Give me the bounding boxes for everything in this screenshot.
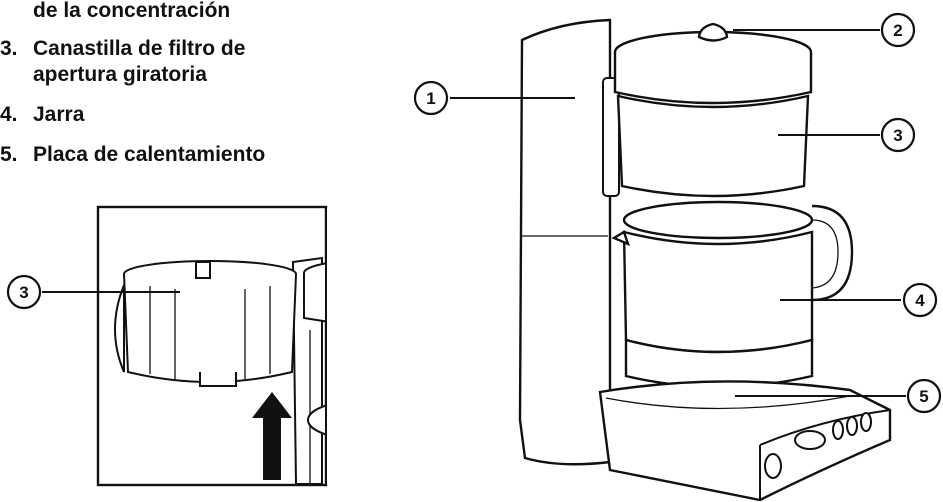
filter-basket — [616, 94, 810, 198]
water-window — [602, 77, 620, 197]
carafe — [611, 200, 854, 389]
part-label-line: Placa de calentamiento — [33, 143, 266, 166]
callout-5: 5 — [906, 378, 942, 414]
part-label-line: de la concentración — [33, 0, 231, 22]
inset-detail — [96, 205, 465, 487]
control-button — [860, 412, 872, 432]
control-button — [794, 430, 826, 450]
leader-lines — [42, 29, 906, 397]
base — [598, 380, 892, 502]
callout-number: 3 — [19, 283, 28, 302]
arrow-up-icon — [252, 392, 292, 480]
callout-2: 2 — [880, 12, 916, 48]
callout-inset-3: 3 — [6, 274, 42, 310]
part-label-line: apertura giratoria — [33, 63, 207, 86]
part-label-line: Canastilla de filtro de — [33, 37, 246, 60]
part-label-line: Jarra — [33, 103, 85, 126]
control-button — [832, 420, 844, 440]
callout-number: 4 — [915, 291, 925, 310]
part-number: 4. — [0, 103, 18, 126]
callout-3: 3 — [880, 117, 916, 153]
coffee-maker — [518, 18, 892, 502]
part-number: 5. — [0, 143, 18, 166]
control-button — [846, 416, 858, 436]
reservoir-housing — [518, 18, 612, 466]
callout-4: 4 — [902, 282, 938, 318]
callout-number: 1 — [426, 89, 435, 108]
callout-number: 3 — [893, 126, 902, 145]
callout-number: 2 — [893, 21, 902, 40]
callout-1: 1 — [413, 80, 449, 116]
lid-knob — [697, 22, 729, 42]
control-knob — [764, 453, 782, 479]
callout-number: 5 — [919, 387, 928, 406]
part-number: 3. — [0, 37, 18, 60]
inset-filter-basket — [114, 260, 297, 387]
